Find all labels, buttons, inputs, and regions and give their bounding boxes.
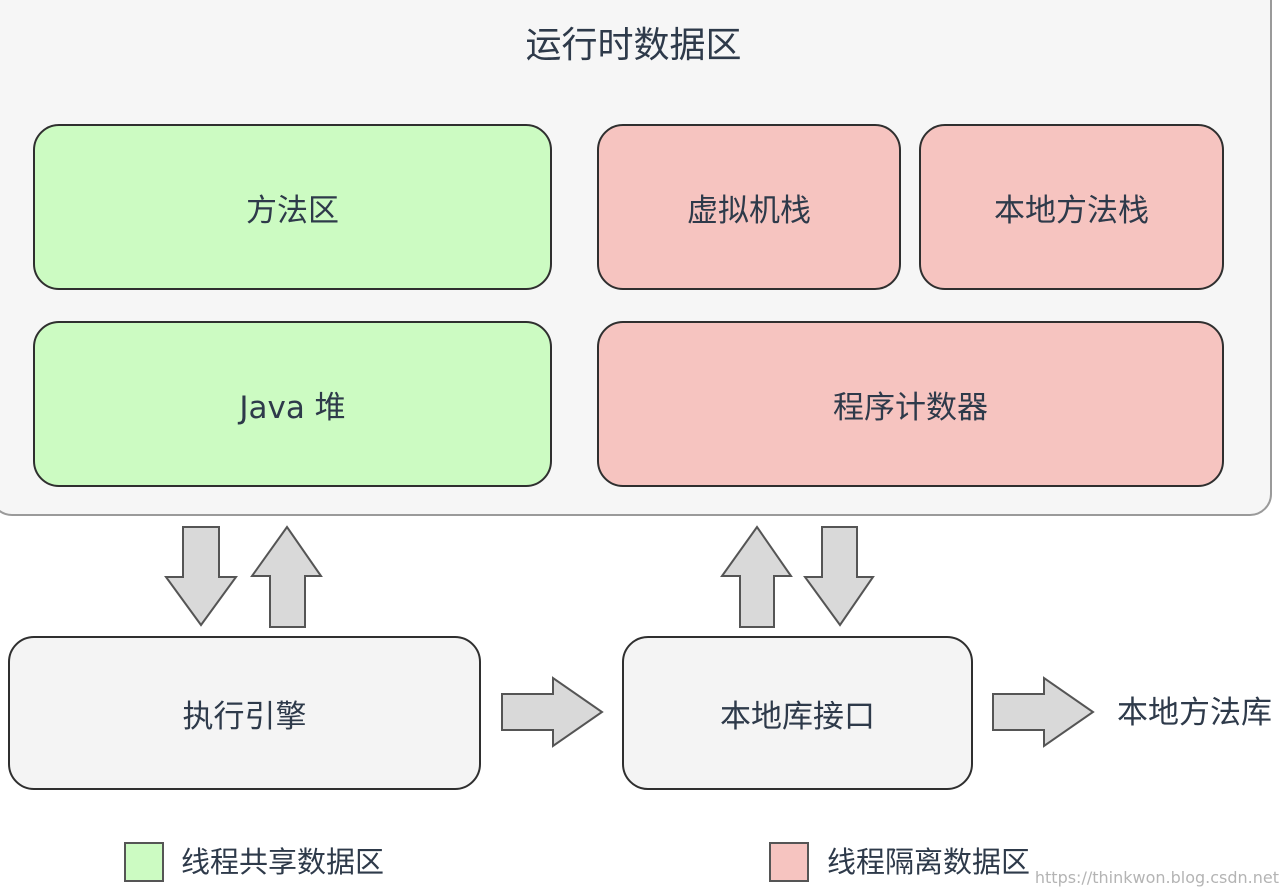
legend-isolated-swatch xyxy=(769,842,809,882)
vm-stack-box: 虚拟机栈 xyxy=(597,124,901,290)
arrow-right-icon xyxy=(501,676,604,748)
arrow-up-icon xyxy=(720,525,793,628)
method-area-box: 方法区 xyxy=(33,124,552,290)
program-counter-label: 程序计数器 xyxy=(833,389,988,426)
program-counter-box: 程序计数器 xyxy=(597,321,1224,487)
method-area-label: 方法区 xyxy=(246,192,339,229)
watermark: https://thinkwon.blog.csdn.net xyxy=(1034,868,1279,887)
native-method-stack-box: 本地方法栈 xyxy=(919,124,1224,290)
native-interface-box: 本地库接口 xyxy=(622,636,973,790)
arrow-right-icon xyxy=(992,676,1095,748)
execution-engine-box: 执行引擎 xyxy=(8,636,481,790)
legend-shared-swatch xyxy=(124,842,164,882)
native-method-stack-label: 本地方法栈 xyxy=(994,192,1149,229)
java-heap-label: Java 堆 xyxy=(239,389,346,426)
legend-shared-label: 线程共享数据区 xyxy=(181,845,385,879)
java-heap-box: Java 堆 xyxy=(33,321,552,487)
vm-stack-label: 虚拟机栈 xyxy=(687,192,811,229)
arrow-up-icon xyxy=(250,525,323,628)
runtime-data-area-title: 运行时数据区 xyxy=(525,25,742,66)
legend-isolated-label: 线程隔离数据区 xyxy=(827,845,1031,879)
arrow-down-icon xyxy=(164,526,238,627)
execution-engine-label: 执行引擎 xyxy=(182,698,307,735)
arrow-down-icon xyxy=(803,526,875,627)
native-interface-label: 本地库接口 xyxy=(720,698,875,735)
native-library-label: 本地方法库 xyxy=(1117,695,1272,731)
